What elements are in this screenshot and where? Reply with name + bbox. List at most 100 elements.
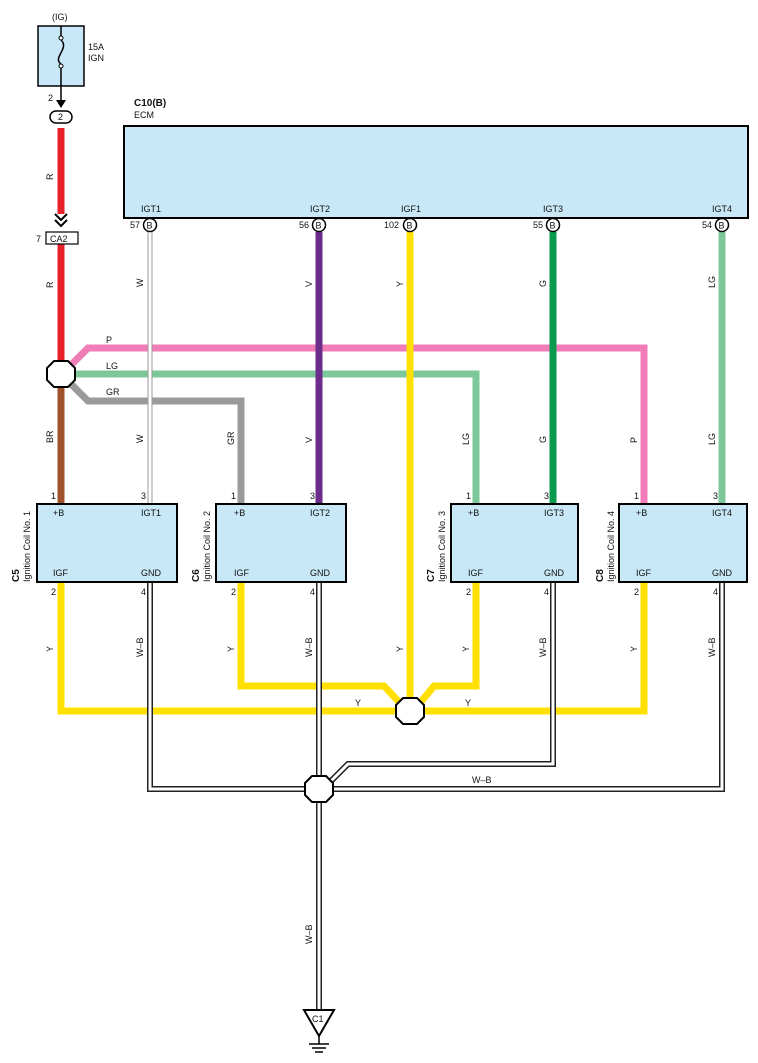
ground-c1: C1 [302,1009,336,1053]
coil-pin: 1 [634,491,639,501]
coil-name: Ignition Coil No. 4 [606,511,616,582]
connector-oval [49,110,73,124]
coil-terminal: IGF [468,568,484,578]
ecm-terminal-label: IGT2 [310,204,330,214]
coil-code: C5 [11,569,22,582]
wire-label: R [45,173,55,180]
coil-pin: 3 [310,491,315,501]
coil-code: C7 [426,569,437,582]
coil-pin: 2 [466,587,471,597]
wire-label: W–B [304,924,314,944]
wire-label: W–B [707,637,717,657]
wire-label: LG [461,433,471,445]
fuse-ign: (IG) 15A IGN 2 2 [37,12,104,124]
ecm-code: C10(B) [134,98,166,109]
wire-label: Y [395,281,405,287]
ecm-terminal-igf1: IGF1 102 B [384,204,421,233]
wire-y-coil3 [417,582,480,706]
ignition-coil-2: 1 3 2 4 +B IGT2 IGF GND C6 Ignition Coil… [191,491,347,597]
wire-label: G [538,280,548,287]
coil-pin: 4 [141,587,146,597]
splice-power [46,360,76,388]
ecm-terminal-label: IGT4 [712,204,732,214]
coil-pin: 4 [310,587,315,597]
coil-pin: 1 [466,491,471,501]
coil-pin: 3 [713,491,718,501]
ca2-label: CA2 [50,234,68,244]
ca2-pin: 7 [36,234,41,244]
coil-terminal: GND [544,568,565,578]
wire-label: LG [707,433,717,445]
fuse-icon [57,39,65,65]
coil-terminal: +B [468,508,479,518]
ecm-terminal-mark: B [316,221,322,231]
coil-terminal: +B [53,508,64,518]
coil-name: Ignition Coil No. 3 [437,511,447,582]
ecm-terminal-mark: B [407,221,413,231]
ground-icon [309,1043,329,1053]
wire-labels: R R BR P LG GR W W V V Y Y G G LG LG LG … [45,173,717,944]
ground-label: C1 [312,1014,324,1024]
wire-label: W–B [304,637,314,657]
wire-label: W [135,278,145,287]
wire-lg [74,370,480,504]
wires [57,128,726,1010]
coil-name: Ignition Coil No. 2 [202,511,212,582]
coil-code: C8 [595,569,606,582]
ecm-terminal-igt1: IGT1 57 B [130,204,161,233]
wire-label: V [304,437,314,443]
coil-terminal: IGF [234,568,250,578]
wire-label: Y [395,646,405,652]
coil-terminal: GND [712,568,733,578]
ignition-coil-3: 1 3 2 4 +B IGT3 IGF GND C7 Ignition Coil… [426,491,579,597]
ecm-terminal-igt4: IGT4 54 B [702,204,732,233]
splice-igf [395,697,425,725]
coil-terminal: IGF [53,568,69,578]
ecm-terminal-pin: 56 [299,220,309,230]
wire-label: V [304,281,314,287]
connector-ca2: 7 CA2 [36,213,79,245]
wire-label: W–B [538,637,548,657]
coil-pin: 1 [51,491,56,501]
coil-terminal: GND [141,568,162,578]
splice-ground [304,775,334,803]
coil-pin: 1 [231,491,236,501]
wire-label: Y [45,646,55,652]
chevron-down-icon [54,213,68,222]
wire-label: Y [465,698,471,708]
coil-name: Ignition Coil No. 1 [22,511,32,582]
ignition-coil-1: 1 3 2 4 +B IGT1 IGF GND C5 Ignition Coil… [11,491,178,597]
wire-label: R [45,281,55,288]
wire-label: GR [106,387,120,397]
ecm-terminal-label: IGT3 [543,204,563,214]
coil-pin: 2 [634,587,639,597]
coil-pin: 4 [544,587,549,597]
wire-gr [67,380,245,504]
wire-label: P [106,335,112,345]
wire-y-coil1 [57,582,398,715]
wire-y-coil4 [422,582,648,715]
coil-code: C6 [191,569,202,582]
coil-pin: 3 [141,491,146,501]
fuse-rating: 15A [88,42,104,52]
coil-terminal: IGF [636,568,652,578]
coil-terminal: +B [636,508,647,518]
coil-pin: 2 [231,587,236,597]
ecm-terminal-label: IGT1 [141,204,161,214]
fuse-pin: 2 [48,93,53,103]
wire-label: W–B [135,637,145,657]
ecm-terminal-mark: B [147,221,153,231]
coil-pin: 4 [713,587,718,597]
wire-label: Y [226,646,236,652]
connector-oval-pin: 2 [58,112,63,122]
connector-arrow-icon [56,100,66,108]
wire-label: Y [461,646,471,652]
ecm-terminal-pin: 54 [702,220,712,230]
ecm-terminal-pin: 57 [130,220,140,230]
coil-terminal: +B [234,508,245,518]
coil-terminal: GND [310,568,331,578]
wire-p [67,344,648,504]
coil-terminal: IGT3 [544,508,564,518]
wire-label: W [135,434,145,443]
